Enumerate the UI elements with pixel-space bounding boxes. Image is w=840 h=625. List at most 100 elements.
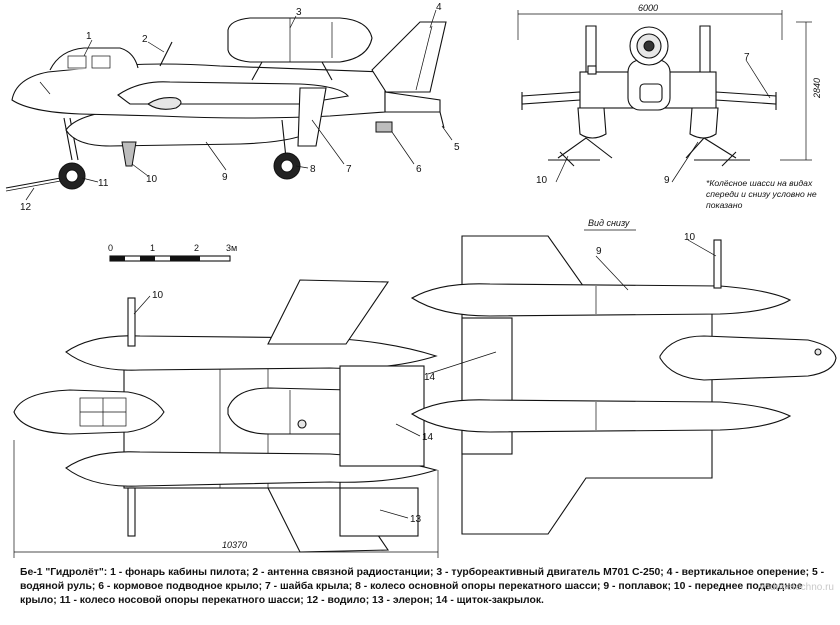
leader-3 — [289, 15, 297, 29]
gear-note-text: *Колёсное шасси на видах спереди и снизу… — [706, 178, 817, 210]
callout-10: 10 — [146, 174, 158, 185]
callout-1: 1 — [86, 31, 92, 42]
main-wheel-hub — [280, 159, 294, 173]
leader-11 — [81, 177, 99, 183]
tail-fin-root-left — [587, 65, 597, 75]
tail-fin-right — [699, 25, 711, 73]
engine-pylon-front — [251, 61, 263, 81]
height-label: 2840 — [812, 78, 822, 99]
engine-front-spinner — [643, 40, 655, 52]
front-hydrofoil-top-2 — [127, 487, 136, 537]
span-label: 6000 — [638, 3, 658, 13]
scale-tick-0: 0 — [108, 243, 113, 253]
scale-seg-3 — [170, 256, 200, 261]
bottom-view: Вид снизу 9 10 14 — [410, 218, 837, 535]
canopy-side — [49, 47, 139, 71]
wing-endplate-side — [297, 87, 327, 147]
leader-6 — [391, 131, 415, 165]
water-rudder-side — [439, 111, 445, 129]
scale-bar: 0 1 2 3м — [108, 243, 237, 262]
callout-12: 12 — [20, 202, 32, 213]
callout-3: 3 — [296, 7, 302, 18]
front-hydrofoil-front-right — [685, 137, 737, 159]
float-top-upper — [65, 335, 438, 371]
float-bottom-upper — [410, 283, 792, 317]
leader-1 — [83, 39, 93, 57]
bottom-callout-10: 10 — [684, 232, 696, 243]
callout-5: 5 — [454, 142, 460, 153]
canopy-frame-1 — [67, 55, 87, 69]
leader-5 — [441, 125, 453, 141]
fuselage-bottom — [659, 335, 837, 381]
leader-bottom-10 — [687, 239, 717, 257]
radio-antenna — [159, 41, 173, 67]
callout-8: 8 — [310, 164, 316, 175]
fuselage-bottom-detail — [814, 348, 822, 356]
leader-bottom-9 — [595, 255, 629, 291]
nose-panel-line — [39, 81, 51, 95]
front-callout-9: 9 — [664, 175, 670, 186]
top-callout-13: 13 — [410, 514, 422, 525]
bottom-view-title: Вид снизу — [588, 218, 630, 228]
leader-front-10 — [555, 155, 569, 183]
length-label: 10370 — [222, 540, 247, 550]
rudder-hinge-line — [415, 25, 433, 91]
tail-fin-left — [585, 25, 597, 73]
nose-wheel-hub — [65, 169, 79, 183]
figure-caption: Бе-1 "Гидролёт": 1 - фонарь кабины пилот… — [20, 567, 825, 606]
front-hydrofoil-side — [121, 141, 137, 167]
leader-7 — [311, 119, 345, 165]
leader-9 — [205, 141, 227, 171]
gear-note: *Колёсное шасси на видах спереди и снизу… — [706, 178, 817, 210]
aileron-top — [339, 487, 419, 537]
leader-4 — [429, 9, 437, 29]
top-view: 10370 10 14 13 — [13, 279, 439, 558]
front-callout-10: 10 — [536, 175, 548, 186]
leader-front-9 — [671, 141, 699, 183]
leader-top-14 — [395, 423, 421, 437]
front-view: 6000 2840 — [517, 3, 822, 186]
front-hydrofoil-top — [127, 297, 136, 347]
scale-tick-1: 1 — [150, 243, 155, 253]
vertical-tail-side — [371, 21, 447, 93]
leader-top-10 — [133, 295, 151, 315]
front-callout-7: 7 — [744, 52, 750, 63]
tailplane-top-upper — [267, 279, 390, 345]
callout-2: 2 — [142, 34, 148, 45]
scale-tick-3: 3м — [226, 243, 237, 253]
tail-boom-side — [384, 91, 441, 113]
callout-6: 6 — [416, 164, 422, 175]
bottom-callout-14: 14 — [424, 372, 436, 383]
scale-seg-2 — [140, 256, 155, 261]
side-view: 1 2 3 4 5 6 7 8 9 10 11 12 — [5, 2, 460, 213]
callout-9: 9 — [222, 172, 228, 183]
scale-tick-2: 2 — [194, 243, 199, 253]
leader-2 — [147, 41, 165, 53]
engine-side — [227, 17, 373, 63]
front-hydrofoil-front-left — [557, 137, 613, 159]
float-front-right — [689, 107, 719, 139]
nose-gear-strut — [63, 117, 73, 161]
engine-top-detail — [297, 419, 307, 429]
leader-10 — [131, 163, 149, 177]
main-gear-strut — [281, 119, 287, 159]
tow-bar-edge — [5, 179, 67, 192]
float-front-left — [577, 107, 607, 139]
aft-hydrofoil-side — [375, 121, 393, 133]
bottom-callout-9: 9 — [596, 246, 602, 257]
leader-bottom-14 — [427, 351, 497, 375]
float-bottom-lower — [410, 399, 792, 433]
tow-bar — [5, 176, 67, 189]
flap-bottom — [461, 317, 513, 455]
callout-11: 11 — [98, 178, 109, 189]
canopy-frame-2 — [91, 55, 111, 69]
foil-strut-right — [721, 151, 737, 167]
scale-seg-1 — [110, 256, 125, 261]
callout-7: 7 — [346, 164, 352, 175]
leader-8 — [295, 165, 309, 169]
cockpit-front — [639, 83, 663, 103]
engine-pylon-rear — [321, 61, 333, 81]
front-hydrofoil-bottom — [713, 239, 722, 289]
